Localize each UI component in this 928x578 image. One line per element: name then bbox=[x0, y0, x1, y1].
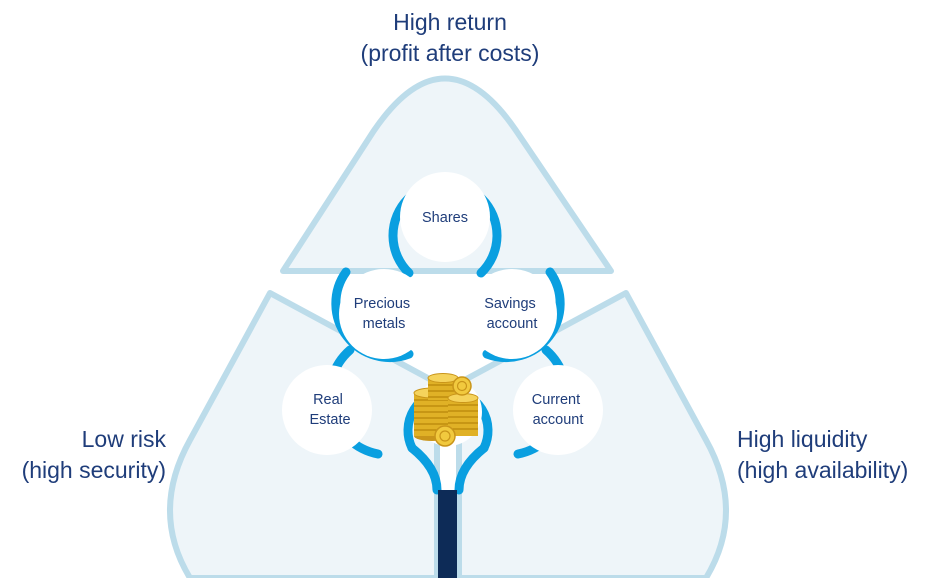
shares-circle bbox=[400, 172, 490, 262]
middle-coin-stack bbox=[427, 373, 459, 400]
right-coin-stack bbox=[447, 393, 479, 436]
high-liquidity-title: High liquidity bbox=[737, 426, 868, 452]
right-stem bbox=[454, 443, 489, 495]
gold-coins-icon bbox=[413, 373, 479, 447]
current-account-circle bbox=[513, 365, 603, 455]
low-risk-title: Low risk bbox=[81, 426, 166, 452]
standing-coin-top bbox=[452, 376, 472, 396]
high-return-subtitle: (profit after costs) bbox=[360, 40, 540, 66]
savings-account-label: Savings account bbox=[484, 296, 540, 332]
tree-trunk bbox=[438, 490, 457, 578]
front-coin bbox=[434, 425, 456, 447]
circle-fills bbox=[282, 172, 603, 455]
high-liquidity-subtitle: (high availability) bbox=[737, 457, 909, 483]
corner-label-low-risk: Low risk (high security) bbox=[0, 424, 166, 486]
precious-metals-circle bbox=[339, 269, 429, 359]
shares-label: Shares bbox=[422, 210, 468, 226]
real-estate-label: Real Estate bbox=[309, 392, 350, 428]
low-risk-subtitle: (high security) bbox=[21, 457, 166, 483]
savings-account-circle bbox=[467, 269, 557, 359]
current-account-label: Current account bbox=[532, 392, 584, 428]
corner-label-high-return: High return (profit after costs) bbox=[300, 7, 600, 69]
corner-label-high-liquidity: High liquidity (high availability) bbox=[737, 424, 928, 486]
left-stem bbox=[407, 443, 442, 495]
precious-metals-label: Precious metals bbox=[354, 296, 414, 332]
real-estate-circle bbox=[282, 365, 372, 455]
high-return-title: High return bbox=[393, 9, 507, 35]
